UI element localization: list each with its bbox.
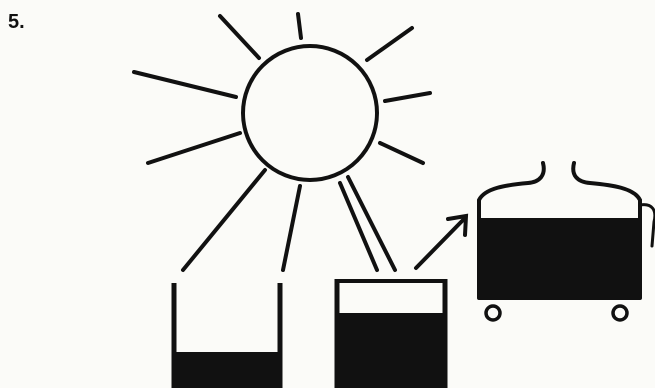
apparatus-neck-right: [571, 161, 642, 300]
sun-disc: [241, 44, 379, 182]
container-high-level: [334, 279, 448, 388]
container-low-level: [171, 283, 283, 388]
wheel-right: [611, 304, 629, 322]
sun-icon: [132, 12, 432, 272]
apparatus-neck-left: [477, 161, 546, 300]
apparatus-fill: [479, 218, 640, 300]
item-number: 5.: [8, 11, 25, 33]
apparatus-handle: [638, 203, 655, 248]
arrow-icon: [414, 213, 469, 270]
sun-rays: [132, 12, 432, 272]
container-right-fill: [337, 313, 445, 388]
container-left-fill: [174, 352, 280, 388]
apparatus-on-wheels: [477, 161, 655, 322]
wheel-left: [484, 304, 502, 322]
